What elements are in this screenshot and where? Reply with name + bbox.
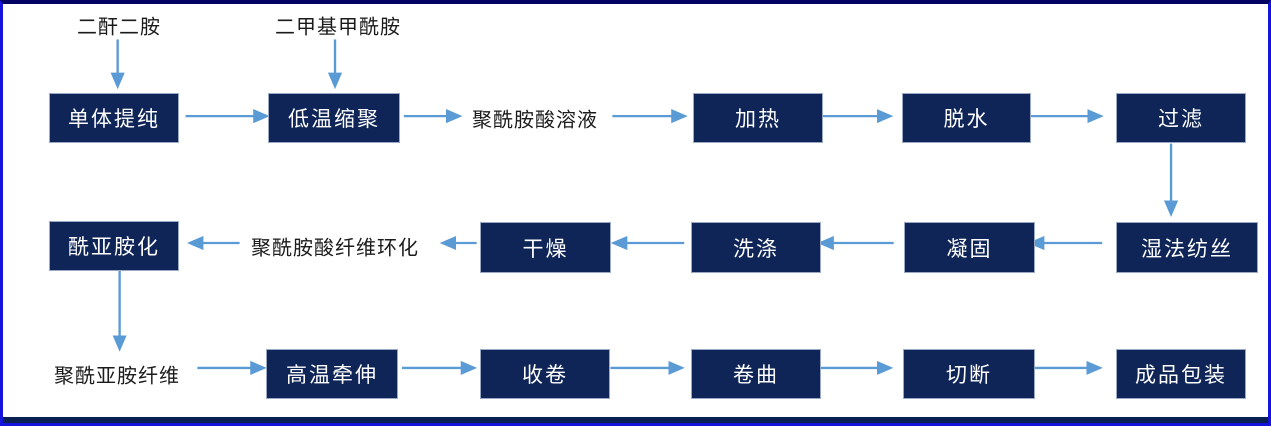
- process-box-label: 过滤: [1158, 108, 1204, 131]
- process-box-monomer-purification: 单体提纯: [49, 93, 179, 143]
- process-box-label: 高温牵伸: [286, 364, 378, 387]
- process-box-label: 干燥: [522, 237, 569, 261]
- process-box-cutting: 切断: [903, 349, 1035, 399]
- process-box-label: 单体提纯: [68, 108, 160, 131]
- flow-label-polyamic-acid-solution: 聚酰胺酸溶液: [472, 109, 598, 132]
- process-box-drying: 干燥: [480, 222, 611, 273]
- process-box-label: 低温缩聚: [288, 108, 380, 131]
- process-box-label: 切断: [946, 364, 992, 387]
- process-box-label: 卷曲: [733, 364, 779, 387]
- process-box-label: 酰亚胺化: [68, 236, 160, 259]
- process-box-winding: 收卷: [480, 349, 610, 399]
- flow-label-polyamic-acid-fiber-cyclization: 聚酰胺酸纤维环化: [251, 237, 419, 260]
- process-box-dehydration: 脱水: [902, 93, 1031, 143]
- process-box-filtration: 过滤: [1116, 93, 1246, 143]
- process-box-label: 洗涤: [733, 237, 779, 261]
- process-box-crimping: 卷曲: [691, 349, 821, 399]
- flow-label-dimethylformamide: 二甲基甲酰胺: [275, 16, 401, 39]
- footer-rule: [3, 417, 1268, 423]
- process-box-wet-spinning: 湿法纺丝: [1116, 222, 1258, 273]
- process-box-coagulation: 凝固: [904, 222, 1035, 273]
- process-box-label: 收卷: [522, 364, 568, 387]
- flow-label-polyimide-fiber: 聚酰亚胺纤维: [54, 365, 180, 388]
- process-box-finished-packaging: 成品包装: [1116, 349, 1246, 399]
- process-box-label: 加热: [735, 108, 781, 131]
- flow-label-dianhydride-diamine: 二酐二胺: [77, 16, 161, 39]
- process-box-low-temp-polycondensation: 低温缩聚: [268, 93, 400, 143]
- process-box-heating: 加热: [693, 93, 823, 143]
- process-box-washing: 洗涤: [691, 222, 821, 273]
- process-box-label: 湿法纺丝: [1141, 237, 1233, 261]
- process-box-high-temp-drawing: 高温牵伸: [266, 349, 398, 399]
- process-box-imidization: 酰亚胺化: [49, 221, 179, 271]
- arrow-layer: [110, 39, 1179, 376]
- process-box-label: 脱水: [943, 108, 990, 131]
- process-box-label: 成品包装: [1135, 364, 1227, 387]
- process-box-label: 凝固: [946, 237, 993, 261]
